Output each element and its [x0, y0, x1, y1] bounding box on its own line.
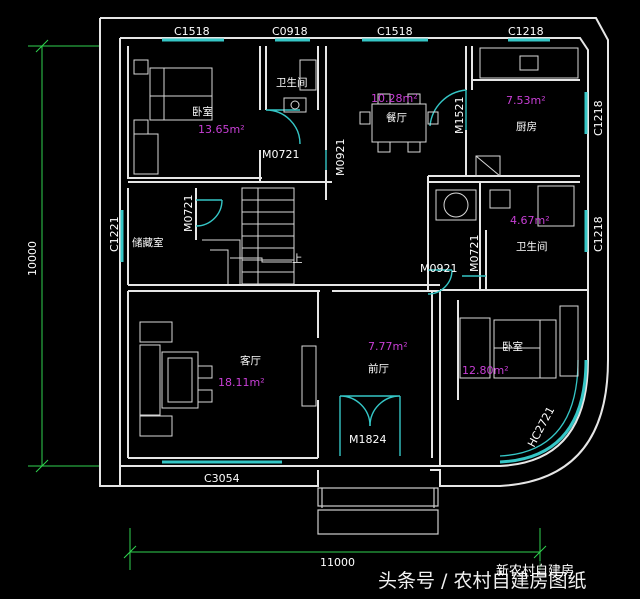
room-name-bathroom-upper: 卫生间 [276, 76, 308, 89]
exterior-walls [99, 17, 609, 487]
door-label-m1824: M1824 [349, 433, 387, 446]
dimension-labels: 10000 11000 [26, 241, 355, 569]
windows [120, 38, 588, 464]
room-area-bedroom-lower: 12.80m² [462, 364, 509, 377]
window-label-c1518-left: C1518 [174, 25, 210, 38]
room-labels: 卧室 13.65m² 卫生间 10.28m² 餐厅 7.53m² 厨房 储藏室 … [132, 76, 550, 389]
door-label-m0921-dining: M0921 [334, 139, 347, 177]
furniture [133, 47, 579, 437]
room-name-foyer: 前厅 [368, 362, 389, 375]
watermark-logo-text: 新农村自建房 [496, 564, 575, 579]
room-area-kitchen: 7.53m² [506, 94, 546, 107]
room-name-kitchen: 厨房 [516, 120, 537, 133]
room-name-storage: 储藏室 [132, 236, 164, 249]
door-label-m0721-bath: M0721 [262, 148, 300, 161]
room-name-bedroom-upper: 卧室 [192, 105, 213, 118]
window-label-c1218-top: C1218 [508, 25, 544, 38]
door-label-m1521: M1521 [453, 97, 466, 135]
room-area-bathroom-right: 4.67m² [510, 214, 550, 227]
room-area-foyer: 7.77m² [368, 340, 408, 353]
dimension-width: 11000 [320, 556, 355, 569]
room-area-living: 18.11m² [218, 376, 265, 389]
dimension-lines [28, 39, 547, 570]
watermark-text: 头条号 / 农村自建房图纸 [378, 570, 587, 592]
staircase [202, 187, 295, 285]
door-label-m0721-storage: M0721 [182, 195, 195, 233]
window-label-c3054: C3054 [204, 472, 240, 485]
door-label-m0721-right: M0721 [468, 235, 481, 273]
window-label-c1218-right-upper: C1218 [592, 100, 605, 136]
stair-up-label: 上 [292, 253, 303, 265]
door-labels: M0721 M0921 M1521 M0721 M0921 M0721 M182… [182, 97, 481, 447]
window-label-c0918: C0918 [272, 25, 308, 38]
window-label-hc2721: HC2721 [525, 404, 557, 449]
room-area-bedroom-upper: 13.65m² [198, 123, 245, 136]
interior-walls [127, 46, 588, 459]
window-label-c1218-right-lower: C1218 [592, 216, 605, 252]
watermark-background [372, 561, 640, 595]
room-name-dining: 餐厅 [386, 111, 407, 124]
room-name-bedroom-lower: 卧室 [502, 340, 523, 353]
dimension-height: 10000 [26, 241, 39, 276]
window-label-c1518-mid: C1518 [377, 25, 413, 38]
room-name-bathroom-right: 卫生间 [516, 240, 548, 253]
entrance-steps [317, 487, 439, 535]
door-label-m0921-right: M0921 [420, 262, 458, 275]
room-area-dining: 10.28m² [371, 92, 418, 105]
window-label-c1221: C1221 [108, 216, 121, 252]
room-name-living: 客厅 [240, 354, 261, 367]
doors [195, 89, 486, 456]
